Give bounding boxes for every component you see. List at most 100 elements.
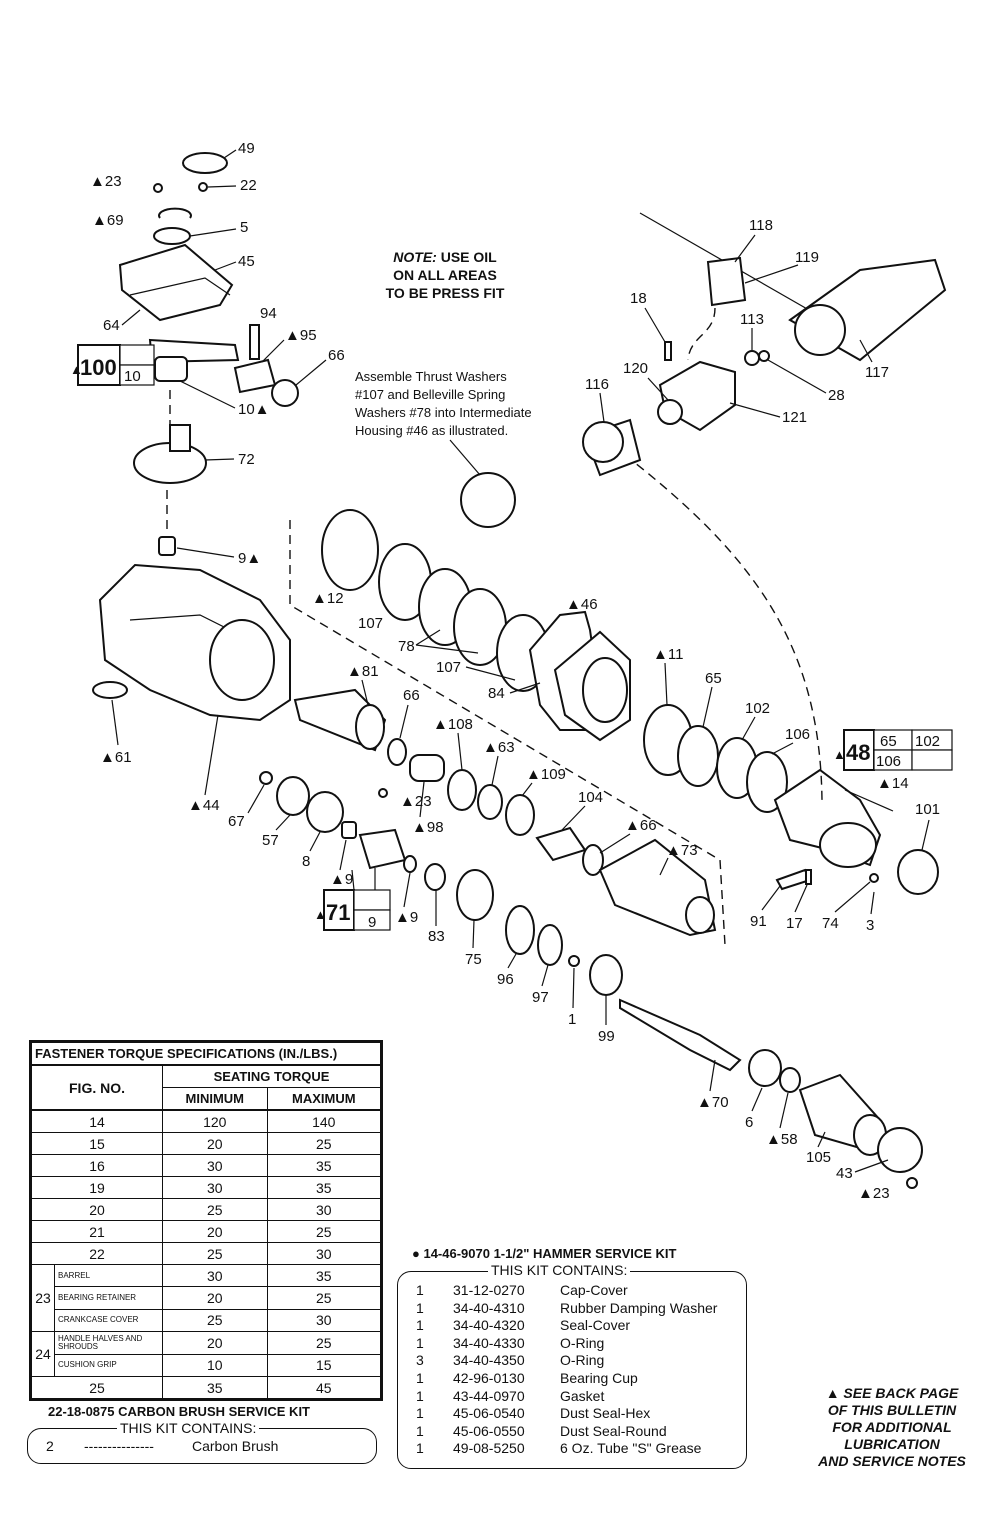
brush-kit-part: --------------- xyxy=(84,1438,154,1454)
part-106-ring xyxy=(746,751,788,813)
brush-kit-title: 22-18-0875 CARBON BRUSH SERVICE KIT xyxy=(48,1404,310,1419)
intermediate-housing-group xyxy=(289,439,788,946)
part-108-washer xyxy=(447,769,477,811)
barrel-group xyxy=(582,212,947,895)
callout-120: 120 xyxy=(623,360,648,377)
kit-item-part: 45-06-0540 xyxy=(453,1405,525,1422)
g24-min1: 10 xyxy=(162,1353,268,1377)
torque-max: 35 xyxy=(266,1154,382,1177)
kit-item-desc: Rubber Damping Washer xyxy=(560,1299,718,1316)
detail-magnifier xyxy=(460,472,516,528)
spindle-group xyxy=(293,688,717,937)
kit-item-part: 34-40-4330 xyxy=(453,1334,525,1351)
callout-74: 74 xyxy=(822,915,839,932)
barrel-front xyxy=(819,822,877,868)
hammer-kit-legend: THIS KIT CONTAINS: xyxy=(488,1262,631,1278)
g23-max0: 35 xyxy=(266,1263,382,1288)
callout-91: 91 xyxy=(750,913,767,930)
header-fig: FIG. NO. xyxy=(69,1079,125,1096)
callout-9b: ▲9 xyxy=(330,871,353,888)
torque-max: 30 xyxy=(266,1198,382,1221)
part-113-washer xyxy=(744,350,760,366)
callout-11: ▲11 xyxy=(653,646,683,663)
callout-116: 116 xyxy=(585,376,609,393)
callout-1: 1 xyxy=(568,1011,576,1028)
handle-boot xyxy=(794,304,846,356)
torque-min: 35 xyxy=(162,1376,268,1399)
torque-max: 25 xyxy=(266,1132,382,1155)
torque-min: 20 xyxy=(162,1220,268,1243)
torque-fig: 21 xyxy=(31,1220,163,1243)
callout-49: 49 xyxy=(238,140,255,157)
callout-63: ▲63 xyxy=(483,739,515,756)
callout-6: 6 xyxy=(745,1114,753,1131)
callout-97: 97 xyxy=(532,989,549,1006)
torque-max: 140 xyxy=(266,1109,382,1133)
kit-item-desc: 6 Oz. Tube "S" Grease xyxy=(560,1440,702,1457)
part-70-spindle xyxy=(619,998,742,1072)
g23-min1: 20 xyxy=(162,1286,268,1310)
torque-min: 30 xyxy=(162,1154,268,1177)
callout-14: ▲14 xyxy=(877,775,909,792)
kit-item-qty: 1 xyxy=(416,1299,424,1316)
torque-fig: 14 xyxy=(31,1109,163,1133)
header-max: MAXIMUM xyxy=(266,1087,382,1111)
kit-item-part: 43-44-0970 xyxy=(453,1387,525,1404)
part-95-piston xyxy=(233,358,277,394)
header-min: MINIMUM xyxy=(162,1087,268,1111)
kit-item-part: 34-40-4320 xyxy=(453,1317,525,1334)
callout-108: ▲108 xyxy=(433,716,473,733)
torque-spec-table: FASTENER TORQUE SPECIFICATIONS (IN./LBS.… xyxy=(29,1040,383,1401)
callout-3: 3 xyxy=(866,917,874,934)
torque-fig: 19 xyxy=(31,1176,163,1199)
g24-min0: 20 xyxy=(162,1331,268,1355)
torque-min: 25 xyxy=(162,1198,268,1221)
callout-17: 17 xyxy=(786,915,803,932)
g23-r0: BARREL xyxy=(55,1265,162,1288)
callout-106: 106 xyxy=(785,726,810,743)
callout-83: 83 xyxy=(428,928,445,945)
assemble-line4: Housing #46 as illustrated. xyxy=(355,423,509,438)
callout-46: ▲46 xyxy=(566,596,598,613)
torque-min: 30 xyxy=(162,1176,268,1199)
callout-9c: ▲9 xyxy=(395,909,418,926)
callout-81: ▲81 xyxy=(347,663,379,680)
callout-66c: ▲66 xyxy=(625,817,657,834)
callout-109: ▲109 xyxy=(526,766,566,783)
callout-10: 10▲ xyxy=(238,401,270,418)
callout-98: ▲98 xyxy=(412,819,444,836)
kit-48-main: 48 xyxy=(846,740,870,765)
kit-item-desc: O-Ring xyxy=(560,1352,605,1369)
part-43-retainer xyxy=(877,1127,923,1173)
part-104-bushing xyxy=(535,826,587,862)
g23-max2: 30 xyxy=(266,1308,382,1333)
brush-kit-desc: Carbon Brush xyxy=(192,1438,279,1454)
back-note-line3: FOR ADDITIONAL xyxy=(832,1419,952,1435)
part-10-bearing xyxy=(154,356,188,382)
part-118-clamp xyxy=(706,256,747,307)
part-83-washer xyxy=(424,863,446,891)
clutch-bore xyxy=(685,896,715,934)
gear-case-bore xyxy=(209,619,275,701)
assemble-line1: Assemble Thrust Washers xyxy=(355,369,507,384)
kit-box-100: ▲ 100 10 xyxy=(70,344,155,386)
crankcase-cover-group xyxy=(118,152,299,556)
back-page-note: ▲ SEE BACK PAGE OF THIS BULLETIN FOR ADD… xyxy=(812,1385,972,1470)
part-6-bearing xyxy=(748,1049,782,1087)
kit-item-qty: 1 xyxy=(416,1334,424,1351)
part-94-pin xyxy=(249,324,260,360)
callout-64: 64 xyxy=(103,317,120,334)
part-67-washer xyxy=(259,771,273,785)
g23-min0: 30 xyxy=(162,1263,268,1288)
callout-118: 118 xyxy=(749,217,773,234)
assemble-line3: Washers #78 into Intermediate xyxy=(355,405,532,420)
kit-item-qty: 1 xyxy=(416,1440,424,1457)
torque-fig: 25 xyxy=(31,1376,163,1399)
kit-item-part: 31-12-0270 xyxy=(453,1282,525,1298)
kit-100-main: 100 xyxy=(80,355,117,380)
gear-case-group xyxy=(92,563,291,722)
torque-max: 25 xyxy=(266,1220,382,1243)
